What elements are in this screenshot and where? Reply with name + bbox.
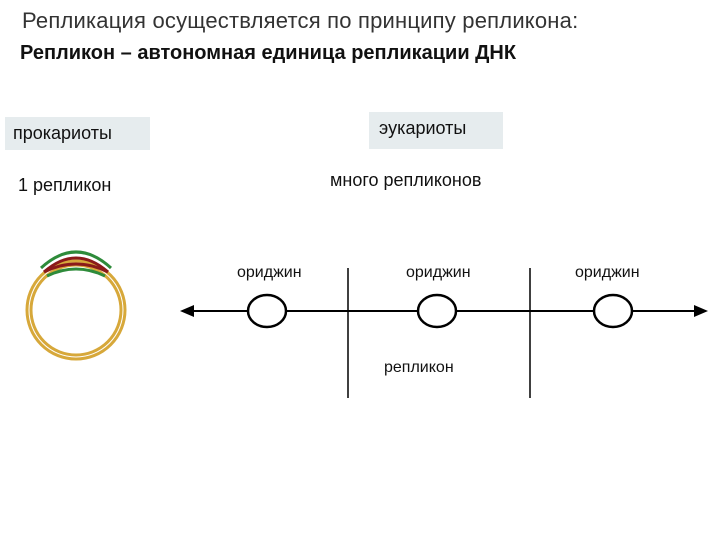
slide-title: Репликация осуществляется по принципу ре…: [22, 8, 579, 33]
bubble-outer-green: [39, 250, 113, 270]
bubble-inner-red: [43, 262, 109, 274]
bubble-outer-red: [43, 256, 109, 274]
slide-subtitle: Репликон – автономная единица репликации…: [20, 42, 517, 64]
left-arrowhead: [180, 305, 194, 317]
right-arrowhead: [694, 305, 708, 317]
chromosome-outer-ring: [25, 259, 127, 361]
eukaryotes-label: эукариоты: [379, 118, 467, 138]
origin-bubble-3: [592, 293, 634, 329]
origin-bubble-1: [246, 293, 288, 329]
linear-dna: [180, 268, 708, 398]
prokaryote-replicon-count: 1 репликон: [18, 175, 112, 195]
eukaryotes-box: эукариоты: [369, 112, 503, 149]
origin-label-2: ориджин: [406, 264, 471, 281]
prokaryotes-label: прокариоты: [13, 123, 112, 143]
circular-chromosome: [25, 250, 127, 361]
origin-label-1: ориджин: [237, 264, 302, 281]
eukaryote-replicon-count: много репликонов: [330, 170, 482, 190]
chromosome-inner-ring: [29, 263, 123, 357]
bubble-inner-green: [46, 267, 106, 278]
prokaryotes-box: прокариоты: [5, 117, 150, 150]
origin-bubble-2: [416, 293, 458, 329]
replicon-label: репликон: [384, 359, 454, 376]
origin-label-3: ориджин: [575, 264, 640, 281]
